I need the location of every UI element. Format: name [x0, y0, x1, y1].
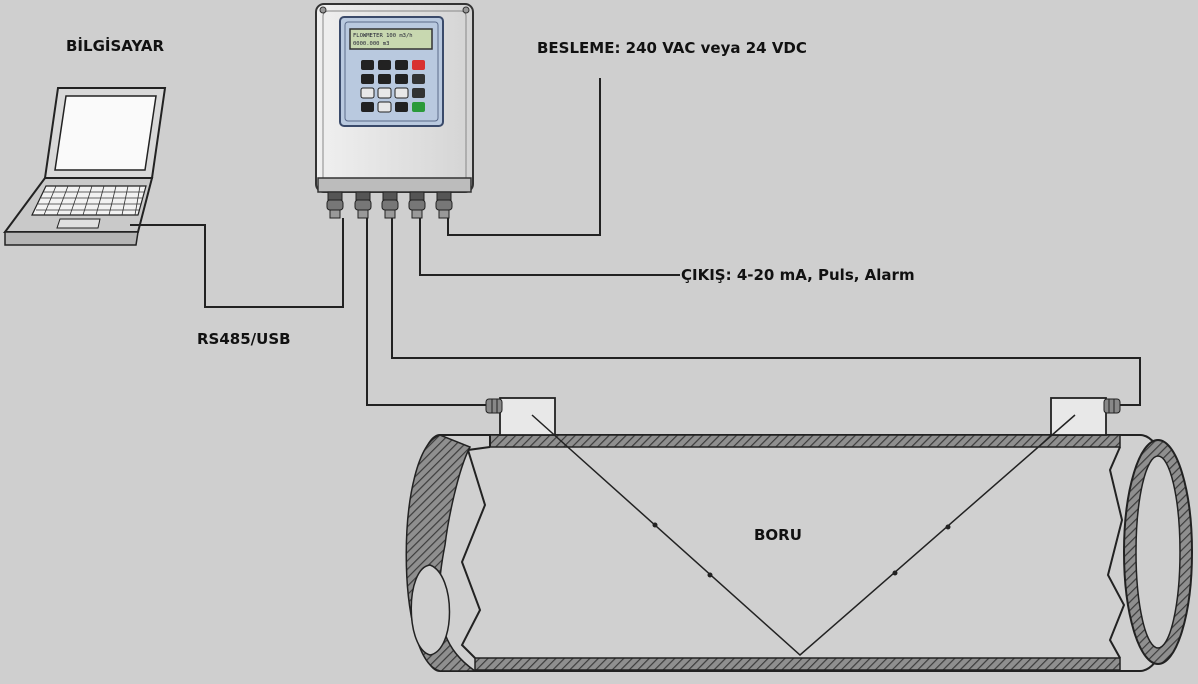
downstream-transducer — [1050, 397, 1121, 436]
lcd-line-1: FLOWMETER 100 m3/h — [353, 33, 413, 39]
pipe-label: BORU — [754, 526, 802, 544]
flowmeter-transmitter: FLOWMETER 100 m3/h 0000.000 m3 — [315, 3, 474, 193]
ultrasonic-signal-path — [531, 414, 1076, 657]
pipe-wall-bottom — [474, 657, 1121, 671]
computer-label: BİLGİSAYAR — [66, 36, 164, 55]
cables — [130, 78, 1141, 406]
upstream-transducer — [485, 397, 556, 436]
lcd-line-2: 0000.000 m3 — [353, 41, 389, 47]
red-key — [412, 60, 425, 70]
cable-glands — [326, 191, 453, 219]
power-cable — [447, 78, 601, 236]
communication-label: RS485/USB — [197, 330, 291, 348]
keypad — [360, 60, 425, 113]
pipe-wall-top — [489, 434, 1121, 448]
output-cable — [419, 218, 680, 276]
downstream-transducer-cable — [391, 218, 1141, 406]
lcd-display — [349, 28, 433, 50]
output-label: ÇIKIŞ: 4-20 mA, Puls, Alarm — [681, 266, 915, 284]
pipe — [405, 434, 1193, 672]
green-key — [412, 102, 425, 112]
power-supply-label: BESLEME: 240 VAC veya 24 VDC — [537, 39, 807, 57]
upstream-transducer-cable — [366, 218, 486, 406]
laptop-icon — [3, 87, 167, 246]
comm-cable — [130, 218, 344, 308]
